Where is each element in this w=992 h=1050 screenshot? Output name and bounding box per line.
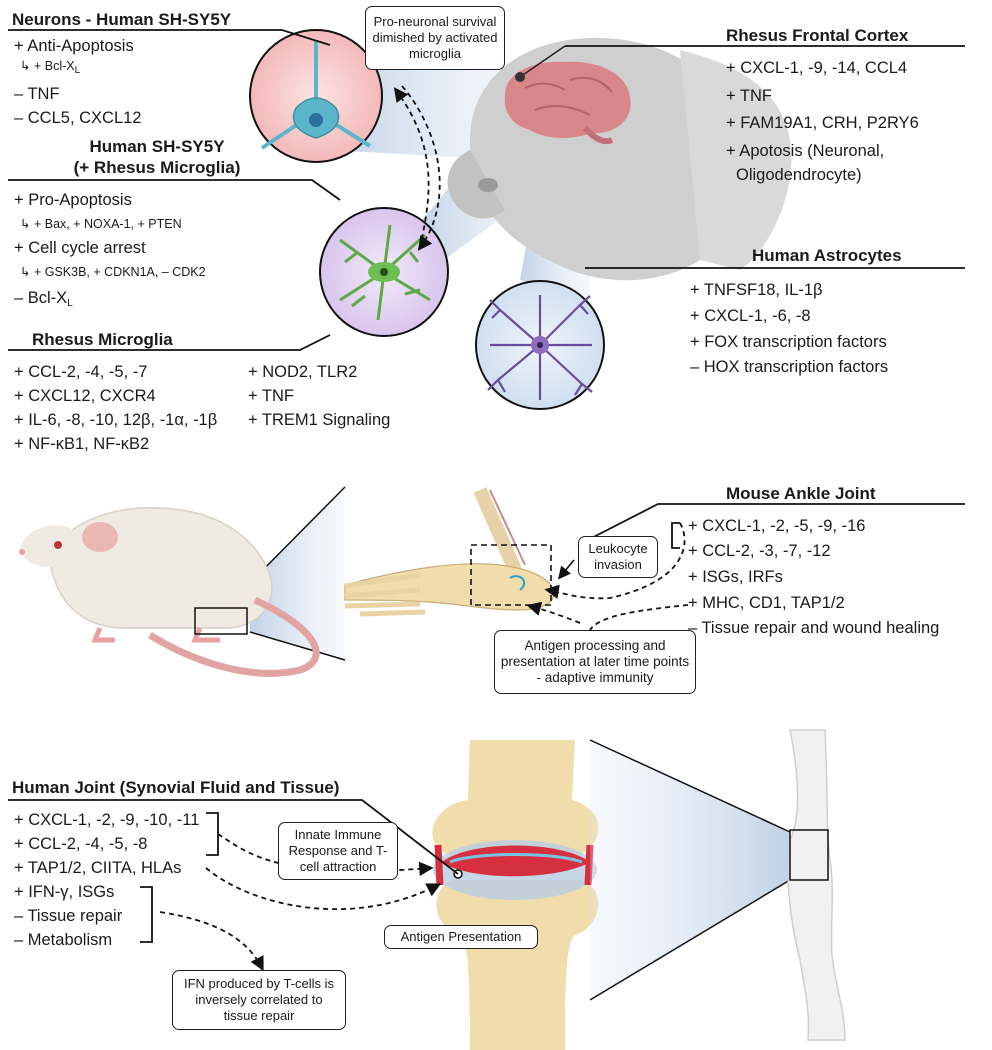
mouse-item-1: + CXCL-1, -2, -5, -9, -16 — [688, 517, 866, 535]
cortex-item-2: + TNF — [726, 87, 772, 105]
coculture-subitem-2-text: + GSK3B, + CDKN1A, – CDK2 — [33, 265, 206, 279]
beam-mouse — [250, 487, 345, 660]
human-leg-icon — [787, 729, 846, 1041]
microglia-icon — [319, 207, 449, 337]
knee-joint-icon — [432, 740, 599, 1050]
coculture-item-1: + Pro-Apoptosis — [14, 191, 132, 209]
microglia-title: Rhesus Microglia — [32, 330, 173, 349]
mouse-item-3: + ISGs, IRFs — [688, 568, 783, 586]
cortex-item-3: + FAM19A1, CRH, P2RY6 — [726, 114, 919, 132]
callout-pro-neuronal: Pro-neuronal survival dimished by activa… — [365, 6, 505, 70]
callout-innate-immune: Innate Immune Response and T-cell attrac… — [278, 822, 398, 880]
coculture-item-3-subscript: L — [67, 298, 73, 309]
mouse-item-2: + CCL-2, -3, -7, -12 — [688, 542, 831, 560]
human-joint-item-6: – Metabolism — [14, 931, 113, 949]
human-joint-item-4: + IFN-γ, ISGs — [14, 883, 115, 901]
human-joint-item-1: + CXCL-1, -2, -9, -10, -11 — [14, 811, 200, 829]
astrocytes-item-1: + TNFSF18, IL-1β — [690, 281, 823, 299]
microglia-col1-item-4: + NF-κB1, NF-κB2 — [14, 435, 150, 453]
beam-knee — [590, 740, 790, 1000]
coculture-title-1: Human SH-SY5Y — [89, 137, 225, 156]
microglia-col2-item-1: + NOD2, TLR2 — [248, 363, 358, 381]
astrocytes-item-4: – HOX transcription factors — [690, 358, 889, 376]
cortex-item-1: + CXCL-1, -9, -14, CCL4 — [726, 59, 908, 77]
microglia-col2-item-3: + TREM1 Signaling — [248, 411, 391, 429]
microglia-col2-item-2: + TNF — [248, 387, 294, 405]
coculture-item-3-text: – Bcl-X — [14, 289, 68, 307]
ankle-bones-icon — [344, 487, 555, 617]
microglia-col1-item-1: + CCL-2, -4, -5, -7 — [14, 363, 148, 381]
mouse-icon — [19, 506, 320, 677]
mouse-item-5: – Tissue repair and wound healing — [688, 619, 940, 637]
mouse-item-4: + MHC, CD1, TAP1/2 — [688, 594, 845, 612]
coculture-item-2: + Cell cycle arrest — [14, 239, 146, 257]
coculture-subitem-1: ↳ + Bax, + NOXA-1, + PTEN — [20, 216, 182, 232]
callout-ifn: IFN produced by T-cells is inversely cor… — [172, 970, 346, 1030]
sub-arrow-icon: ↳ — [20, 217, 31, 231]
neurons-title: Neurons - Human SH-SY5Y — [12, 10, 232, 29]
coculture-title-2: (+ Rhesus Microglia) — [73, 158, 241, 177]
neurons-item-2: – TNF — [14, 85, 60, 103]
callout-leukocyte: Leukocyte invasion — [578, 536, 658, 578]
microglia-col1-item-2: + CXCL12, CXCR4 — [14, 387, 156, 405]
human-joint-item-5: – Tissue repair — [14, 907, 123, 925]
human-joint-title: Human Joint (Synovial Fluid and Tissue) — [12, 778, 340, 797]
astrocytes-item-2: + CXCL-1, -6, -8 — [690, 307, 811, 325]
cortex-item-4: + Apotosis (Neuronal, — [726, 142, 885, 160]
cortex-item-5: Oligodendrocyte) — [736, 166, 862, 184]
callout-mouse-antigen: Antigen processing and presentation at l… — [494, 630, 696, 694]
neurons-item-1: + Anti-Apoptosis — [14, 37, 134, 55]
mouse-title: Mouse Ankle Joint — [726, 484, 876, 503]
bclxl-subscript: L — [74, 65, 81, 76]
bclxl-text: + Bcl-X — [33, 59, 75, 73]
neurons-item-3: – CCL5, CXCL12 — [14, 109, 142, 127]
astrocytes-title: Human Astrocytes — [752, 246, 902, 265]
astrocyte-icon — [475, 280, 605, 410]
brain-icon — [504, 61, 631, 145]
sub-arrow-icon: ↳ — [20, 265, 31, 279]
cortex-title: Rhesus Frontal Cortex — [726, 26, 909, 45]
callout-antigen-presentation: Antigen Presentation — [384, 925, 538, 949]
astrocytes-item-3: + FOX transcription factors — [690, 333, 887, 351]
neuron-icon — [249, 29, 383, 163]
sub-arrow-icon: ↳ — [20, 59, 31, 73]
coculture-item-3: – Bcl-XL — [14, 288, 73, 314]
coculture-subitem-2: ↳ + GSK3B, + CDKN1A, – CDK2 — [20, 264, 206, 280]
neurons-subitem: ↳ + Bcl-XL — [20, 58, 80, 79]
microglia-col1-item-3: + IL-6, -8, -10, 12β, -1α, -1β — [14, 411, 218, 429]
human-joint-item-3: + TAP1/2, CIITA, HLAs — [14, 859, 182, 877]
coculture-subitem-1-text: + Bax, + NOXA-1, + PTEN — [33, 217, 182, 231]
human-joint-item-2: + CCL-2, -4, -5, -8 — [14, 835, 148, 853]
